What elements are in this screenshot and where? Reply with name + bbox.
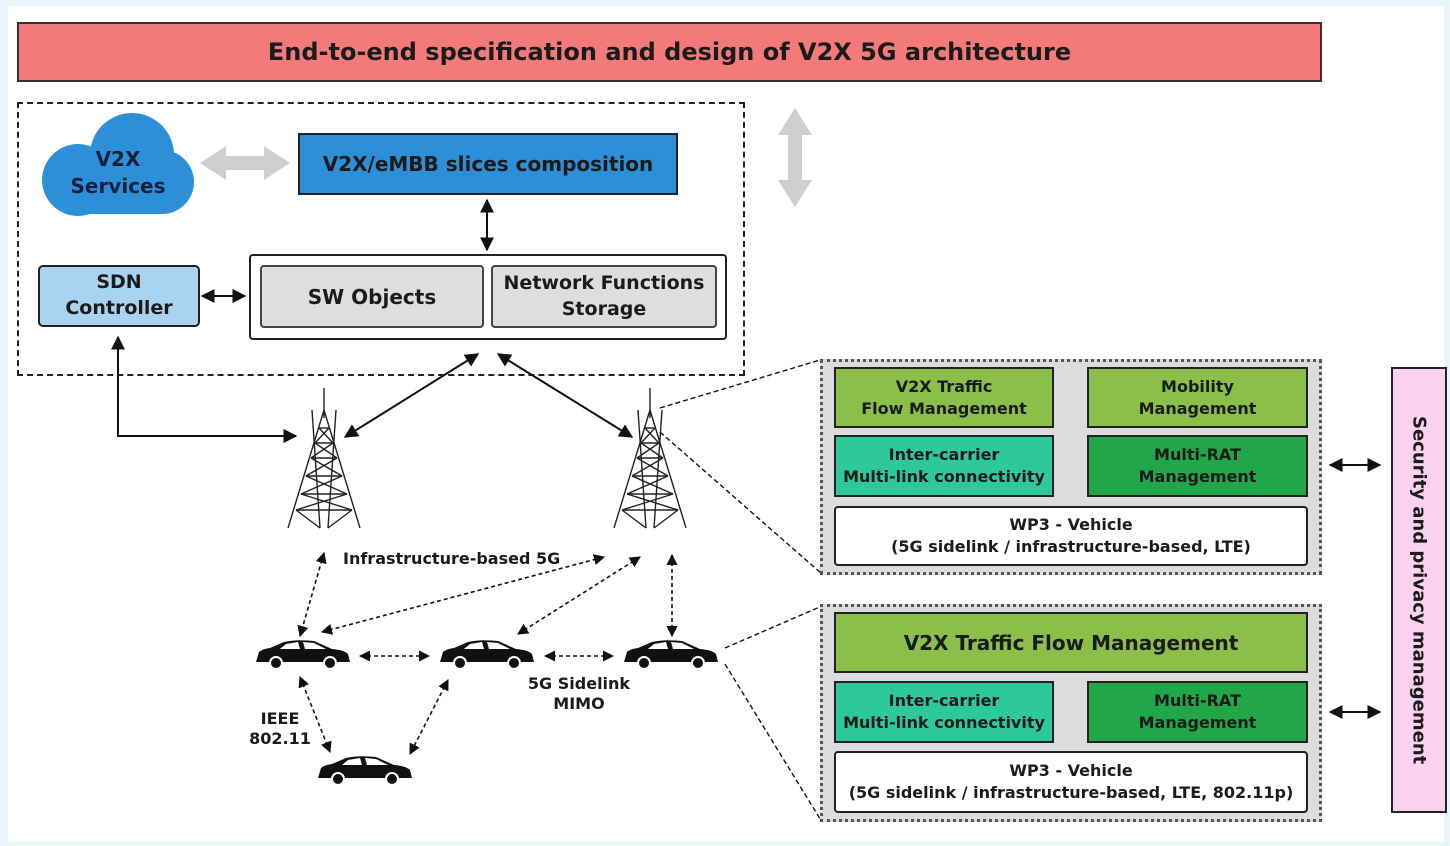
ieee-label: IEEE 802.11 (244, 709, 316, 749)
cell-tower-icon (287, 387, 361, 529)
wp3-vehicle-box-top: WP3 - Vehicle (5G sidelink / infrastruct… (834, 506, 1308, 566)
car-icon (439, 639, 535, 670)
sdn-line-1: SDN (96, 271, 142, 294)
cloud-line-1: V2X (95, 147, 141, 171)
sdn-line-2: Controller (65, 297, 173, 319)
mobility-line-1: Mobility (1161, 376, 1234, 396)
multirat-box-bottom: Multi-RAT Management (1087, 681, 1308, 743)
multirat-top-line-2: Management (1138, 467, 1257, 486)
intercarrier-box-top: Inter-carrier Multi-link connectivity (834, 435, 1054, 497)
traffic-top-line-2: Flow Management (861, 398, 1027, 418)
mobility-line-2: Management (1138, 398, 1257, 418)
wp3-bottom-line-1: WP3 - Vehicle (1009, 761, 1133, 781)
cloud-icon (42, 113, 194, 216)
gray-double-arrow-horizontal (200, 146, 290, 180)
intercarrier-bottom-line-2: Multi-link connectivity (843, 713, 1045, 732)
security-label: Security and privacy management (1408, 415, 1430, 765)
cloud-line-2: Services (70, 174, 166, 198)
sidelink-line-2: MIMO (553, 694, 605, 713)
slices-composition-box: V2X/eMBB slices composition (298, 133, 678, 195)
sdn-controller-box: SDN Controller (38, 265, 200, 327)
sidelink-line-1: 5G Sidelink (527, 674, 631, 693)
car-icon (255, 639, 351, 670)
nf-line-1: Network Functions (503, 271, 705, 294)
wp3-top-line-2: (5G sidelink / infrastructure-based, LTE… (891, 537, 1251, 556)
infrastructure-5g-label: Infrastructure-based 5G (343, 549, 561, 568)
sidelink-mimo-label: 5G Sidelink MIMO (520, 674, 638, 714)
gray-double-arrow-vertical (778, 108, 812, 207)
network-functions-storage-box: Network Functions Storage (491, 265, 717, 328)
wp3-vehicle-box-bottom: WP3 - Vehicle (5G sidelink / infrastruct… (834, 751, 1308, 813)
intercarrier-bottom-line-1: Inter-carrier (888, 691, 1000, 711)
intercarrier-top-line-1: Inter-carrier (888, 445, 1000, 465)
car-icon (623, 639, 719, 670)
security-privacy-bar: Security and privacy management (1391, 367, 1447, 813)
diagram-title: End-to-end specification and design of V… (17, 22, 1322, 82)
nf-line-2: Storage (561, 297, 647, 320)
multirat-bottom-line-2: Management (1138, 713, 1257, 732)
v2x-services-label: V2X Services (58, 143, 178, 203)
intercarrier-top-line-2: Multi-link connectivity (843, 467, 1045, 486)
intercarrier-box-bottom: Inter-carrier Multi-link connectivity (834, 681, 1054, 743)
ieee-line-1: IEEE (260, 709, 300, 728)
ieee-line-2: 802.11 (249, 729, 311, 748)
traffic-top-line-1: V2X Traffic (895, 376, 993, 396)
cell-tower-icon (613, 387, 687, 529)
multirat-box-top: Multi-RAT Management (1087, 435, 1308, 497)
wp3-top-line-1: WP3 - Vehicle (1009, 515, 1133, 535)
wp3-bottom-line-2: (5G sidelink / infrastructure-based, LTE… (848, 783, 1294, 802)
sw-objects-box: SW Objects (260, 265, 484, 328)
traffic-flow-box-bottom: V2X Traffic Flow Management (834, 612, 1308, 673)
mobility-management-box: Mobility Management (1087, 367, 1308, 428)
traffic-flow-box-top: V2X Traffic Flow Management (834, 367, 1054, 428)
multirat-top-line-1: Multi-RAT (1154, 445, 1241, 465)
car-icon (317, 755, 413, 786)
multirat-bottom-line-1: Multi-RAT (1154, 691, 1241, 711)
